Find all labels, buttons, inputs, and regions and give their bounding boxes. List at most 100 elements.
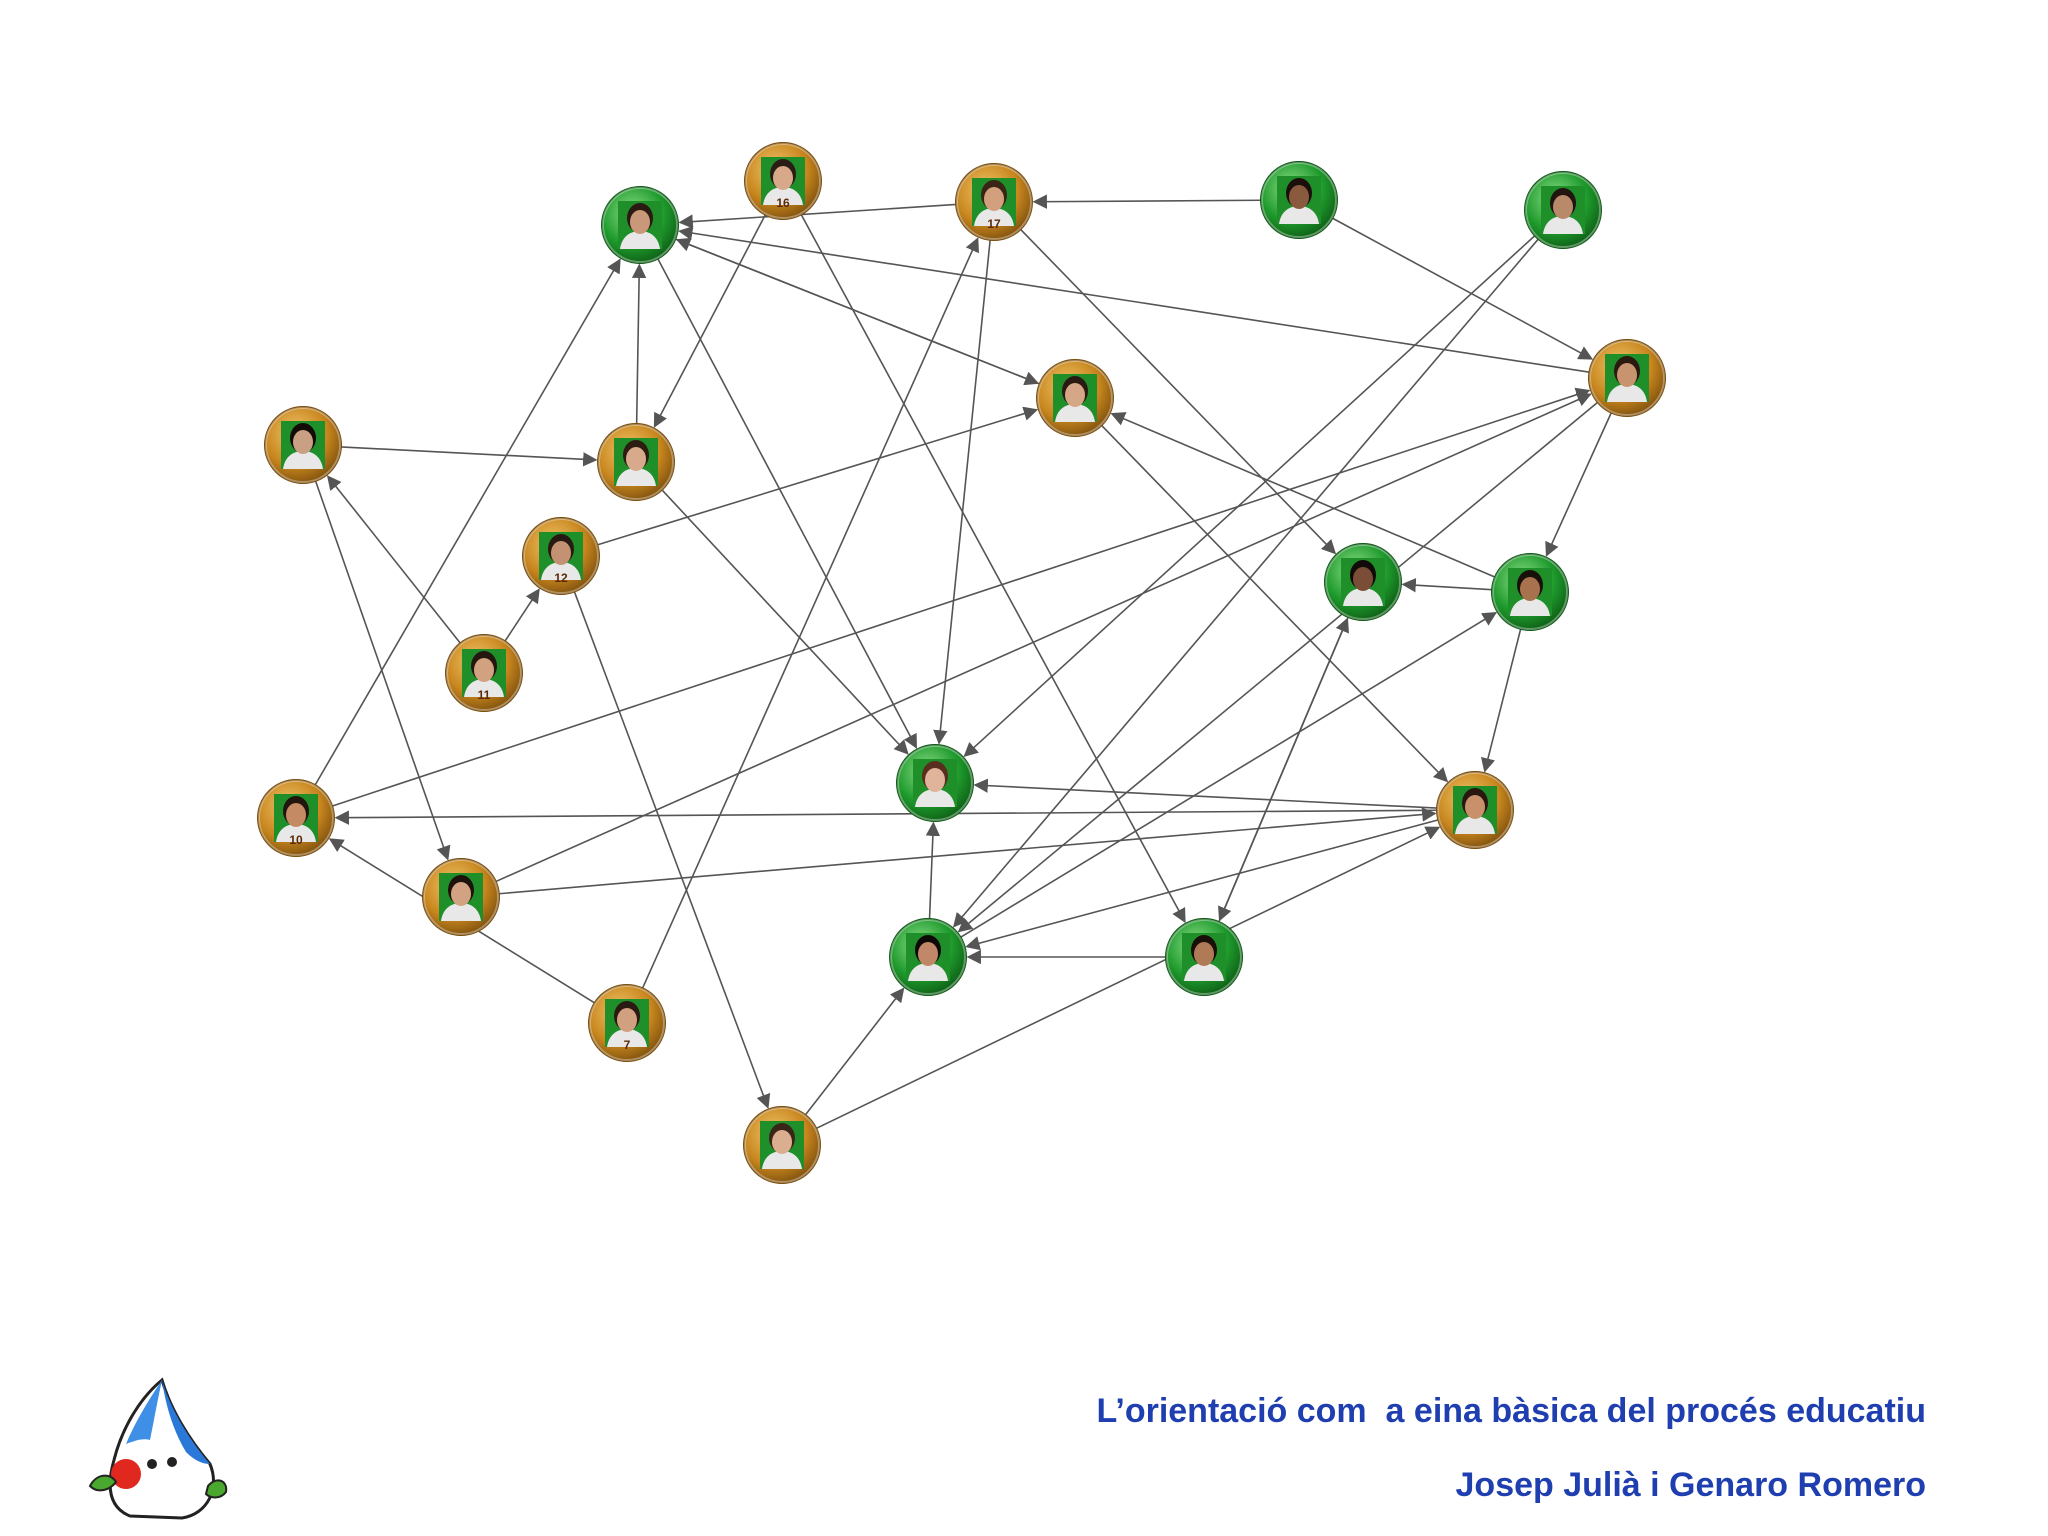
edge-n_top_17-to-n_center xyxy=(933,239,991,745)
node-highlight xyxy=(1525,172,1601,248)
portrait-face xyxy=(626,447,646,471)
node-n_right_mid_a[interactable] xyxy=(1324,543,1402,621)
node-number-label: 12 xyxy=(554,571,568,585)
portrait-shoulders xyxy=(283,451,323,469)
node-n_top_16[interactable]: 16 xyxy=(744,142,822,220)
edge-n_top_girl-to-n_right_top xyxy=(1332,217,1594,360)
node-n_top_left[interactable] xyxy=(601,186,679,264)
node-highlight xyxy=(890,919,966,995)
node-number-label: 17 xyxy=(987,217,1001,231)
node-n_bottom_green_r[interactable] xyxy=(1165,918,1243,996)
portrait-shoulders xyxy=(1279,206,1319,224)
node-n_12[interactable]: 12 xyxy=(522,517,600,595)
node-highlight xyxy=(1589,340,1665,416)
node-highlight xyxy=(589,985,665,1061)
node-highlight xyxy=(265,407,341,483)
edge-n_left_low-to-n_right_top xyxy=(495,392,1592,883)
edge-n_top_right-to-n_bottom_green_l xyxy=(952,238,1539,928)
portrait-shoulders xyxy=(1184,963,1224,981)
nodes-layer: 16 17 12 11 10 7 xyxy=(257,142,1666,1184)
node-highlight xyxy=(745,143,821,219)
edge-n_left_longhair-to-n_left_low xyxy=(314,480,451,861)
portrait-face xyxy=(451,882,471,906)
edge-n_left_low-to-n_right_low xyxy=(498,807,1437,895)
portrait-shoulders xyxy=(620,231,660,249)
edge-n_left_mid-to-n_center xyxy=(661,489,909,755)
node-n_right_top[interactable] xyxy=(1588,339,1666,417)
node-n_left_low[interactable] xyxy=(422,858,500,936)
node-n_mid_center[interactable] xyxy=(1036,359,1114,437)
portrait-face xyxy=(551,541,571,565)
node-highlight xyxy=(897,745,973,821)
node-n_top_right[interactable] xyxy=(1524,171,1602,249)
portrait-shoulders xyxy=(1343,588,1383,606)
portrait-face xyxy=(772,1130,792,1154)
portrait-shoulders xyxy=(607,1029,647,1047)
node-highlight xyxy=(1166,919,1242,995)
node-highlight xyxy=(1492,554,1568,630)
node-highlight xyxy=(744,1107,820,1183)
portrait-shoulders xyxy=(276,824,316,842)
portrait-face xyxy=(925,768,945,792)
node-n_11[interactable]: 11 xyxy=(445,634,523,712)
edge-n_right_mid_b-to-n_right_mid_a xyxy=(1401,577,1493,593)
portrait-face xyxy=(617,1008,637,1032)
portrait-face xyxy=(1353,567,1373,591)
node-highlight xyxy=(1261,162,1337,238)
edge-n_bottom_green_r-to-n_right_mid_a xyxy=(1218,617,1349,923)
node-n_top_girl[interactable] xyxy=(1260,161,1338,239)
node-n_7[interactable]: 7 xyxy=(588,984,666,1062)
edge-n_top_17-to-n_top_left xyxy=(678,203,957,229)
portrait-shoulders xyxy=(464,679,504,697)
node-highlight xyxy=(598,424,674,500)
edge-n_top_left-to-n_center xyxy=(657,258,918,749)
node-number-label: 7 xyxy=(624,1038,631,1052)
portrait-face xyxy=(984,187,1004,211)
edge-n_bottom_green_l-to-n_right_mid_b xyxy=(960,611,1498,938)
portrait-shoulders xyxy=(763,187,803,205)
clown-mascot-icon xyxy=(88,1377,228,1520)
portrait-face xyxy=(293,430,313,454)
portrait-face xyxy=(1617,363,1637,387)
portrait-shoulders xyxy=(1055,404,1095,422)
portrait-shoulders xyxy=(1607,384,1647,402)
portrait-face xyxy=(918,942,938,966)
portrait-face xyxy=(630,210,650,234)
portrait-face xyxy=(1465,795,1485,819)
node-n_left_mid[interactable] xyxy=(597,423,675,501)
node-n_center[interactable] xyxy=(896,744,974,822)
portrait-face xyxy=(474,658,494,682)
node-n_left_longhair[interactable] xyxy=(264,406,342,484)
edge-n_mid_center-to-n_top_left xyxy=(675,237,1040,385)
node-number-label: 11 xyxy=(478,688,491,702)
node-n_bottom_green_l[interactable] xyxy=(889,918,967,996)
edge-n_right_low-to-n_10 xyxy=(334,809,1438,825)
node-n_top_17[interactable]: 17 xyxy=(955,163,1033,241)
edge-n_12-to-n_bottom xyxy=(573,591,771,1109)
node-highlight xyxy=(602,187,678,263)
edge-n_top_16-to-n_bottom_green_r xyxy=(800,214,1186,924)
portrait-face xyxy=(1520,577,1540,601)
portrait-shoulders xyxy=(908,963,948,981)
node-n_10[interactable]: 10 xyxy=(257,779,335,857)
edge-n_10-to-n_right_top xyxy=(331,387,1591,807)
portrait-shoulders xyxy=(915,789,955,807)
node-n_right_mid_b[interactable] xyxy=(1491,553,1569,631)
node-highlight xyxy=(446,635,522,711)
edge-n_12-to-n_mid_center xyxy=(597,406,1039,546)
portrait-shoulders xyxy=(762,1151,802,1169)
portrait-shoulders xyxy=(974,208,1014,226)
edges-layer xyxy=(314,194,1613,1130)
node-highlight xyxy=(1437,772,1513,848)
edge-n_right_low-to-n_center xyxy=(973,778,1438,809)
edge-n_right_low-to-n_bottom_green_l xyxy=(965,819,1439,951)
portrait-face xyxy=(773,166,793,190)
edge-n_mid_center-to-n_right_low xyxy=(1100,424,1449,783)
portrait-shoulders xyxy=(541,562,581,580)
edge-n_right_mid_b-to-n_mid_center xyxy=(1110,412,1496,578)
edge-n_11-to-n_12 xyxy=(504,588,540,642)
node-n_bottom[interactable] xyxy=(743,1106,821,1184)
node-highlight xyxy=(423,859,499,935)
node-n_right_low[interactable] xyxy=(1436,771,1514,849)
